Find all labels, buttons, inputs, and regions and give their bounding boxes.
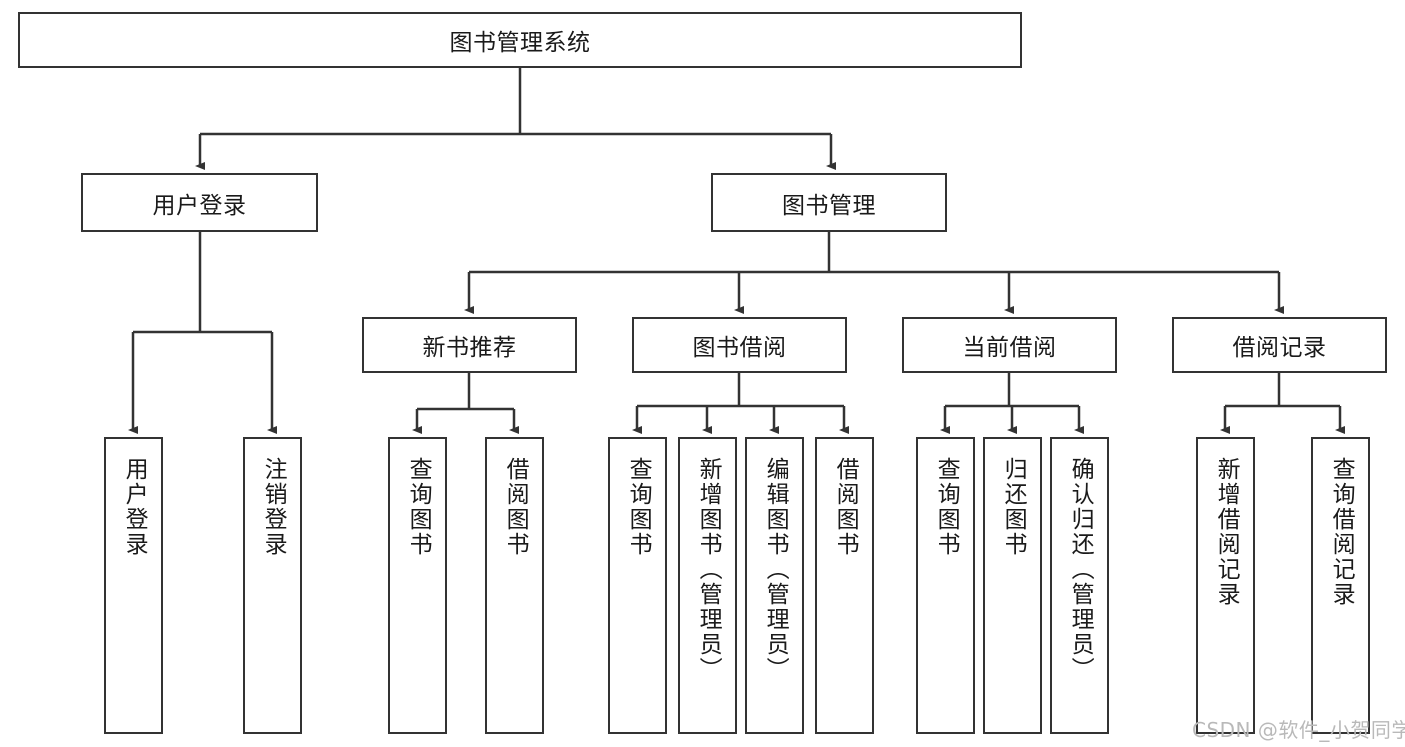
leaf-add-book-admin[interactable]: 新增图书（管理员） xyxy=(678,437,737,734)
leaf-edit-book-admin-label: 编辑图书（管理员） xyxy=(762,457,789,682)
node-user-login-label: 用户登录 xyxy=(152,192,247,219)
node-user-login[interactable]: 用户登录 xyxy=(81,173,318,232)
node-root-label: 图书管理系统 xyxy=(449,30,591,56)
leaf-confirm-return-admin[interactable]: 确认归还（管理员） xyxy=(1050,437,1109,734)
leaf-add-borrow-record-label: 新增借阅记录 xyxy=(1213,457,1240,607)
leaf-return-book-label: 归还图书 xyxy=(1000,457,1027,557)
leaf-add-borrow-record[interactable]: 新增借阅记录 xyxy=(1196,437,1255,734)
leaf-logout[interactable]: 注销登录 xyxy=(243,437,302,734)
leaf-query-book-borrow-label: 查询图书 xyxy=(625,457,652,557)
leaf-query-book-newbook-label: 查询图书 xyxy=(405,457,432,557)
leaf-borrow-book[interactable]: 借阅图书 xyxy=(815,437,874,734)
node-book-management-label: 图书管理 xyxy=(782,192,876,219)
leaf-borrow-book-label: 借阅图书 xyxy=(832,457,859,557)
leaf-return-book[interactable]: 归还图书 xyxy=(983,437,1042,734)
leaf-query-book-current[interactable]: 查询图书 xyxy=(916,437,975,734)
leaf-query-borrow-record[interactable]: 查询借阅记录 xyxy=(1311,437,1370,734)
node-borrow-record-label: 借阅记录 xyxy=(1232,335,1327,361)
node-current-borrow[interactable]: 当前借阅 xyxy=(902,317,1117,373)
leaf-edit-book-admin[interactable]: 编辑图书（管理员） xyxy=(745,437,804,734)
leaf-logout-label: 注销登录 xyxy=(260,457,287,557)
node-root[interactable]: 图书管理系统 xyxy=(18,12,1022,68)
node-new-book-recommend-label: 新书推荐 xyxy=(422,335,517,361)
leaf-query-book-newbook[interactable]: 查询图书 xyxy=(388,437,447,734)
leaf-confirm-return-admin-label: 确认归还（管理员） xyxy=(1067,457,1094,682)
csdn-watermark: CSDN @软件_小贺同学 xyxy=(1192,718,1405,742)
leaf-user-login[interactable]: 用户登录 xyxy=(104,437,163,734)
node-book-borrow[interactable]: 图书借阅 xyxy=(632,317,847,373)
leaf-query-borrow-record-label: 查询借阅记录 xyxy=(1328,457,1355,607)
leaf-add-book-admin-label: 新增图书（管理员） xyxy=(695,457,722,682)
node-book-management[interactable]: 图书管理 xyxy=(711,173,947,232)
node-borrow-record[interactable]: 借阅记录 xyxy=(1172,317,1387,373)
node-book-borrow-label: 图书借阅 xyxy=(692,335,787,361)
leaf-user-login-label: 用户登录 xyxy=(121,457,148,557)
node-new-book-recommend[interactable]: 新书推荐 xyxy=(362,317,577,373)
leaf-query-book-borrow[interactable]: 查询图书 xyxy=(608,437,667,734)
leaf-borrow-book-newbook-label: 借阅图书 xyxy=(502,457,529,557)
node-current-borrow-label: 当前借阅 xyxy=(962,335,1057,361)
leaf-query-book-current-label: 查询图书 xyxy=(933,457,960,557)
leaf-borrow-book-newbook[interactable]: 借阅图书 xyxy=(485,437,544,734)
